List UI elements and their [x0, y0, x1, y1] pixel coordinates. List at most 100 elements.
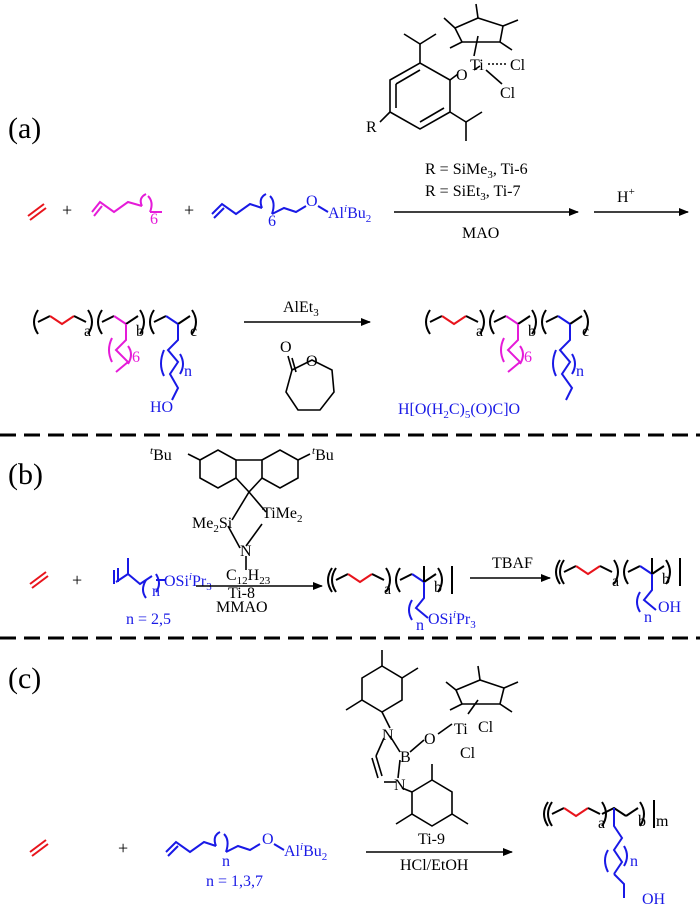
ti9-cl1: Cl [478, 719, 494, 736]
product-b-a-index: a [612, 573, 619, 590]
caprolactone [285, 355, 335, 411]
product-b-b-index: b [662, 571, 670, 588]
catalyst-ti8-label: Ti-8 [228, 585, 255, 602]
ipr-bot-me2 [465, 111, 483, 123]
polymer-b-osi: OSiiPr3 [428, 609, 476, 631]
comonomer-repeat-n-c: n [222, 853, 230, 870]
cocatalyst-mao: MAO [462, 225, 499, 242]
graft-b-index: b [528, 323, 536, 340]
aryl-inner-1 [395, 69, 421, 85]
graft-polymer-product-a [425, 309, 589, 401]
polymer-product-a [33, 309, 197, 401]
ti9-b-atom: B [400, 749, 411, 766]
tbu-right: tBu [312, 445, 334, 464]
ethylene-monomer-c [29, 839, 49, 857]
comonomer-o-c: O [262, 831, 274, 848]
polymer-b-a-index: a [384, 581, 391, 598]
alkenyl-aluminum-monomer-a [211, 193, 307, 219]
polymer-c-m-index: m [656, 813, 669, 830]
silyl-ether-comonomer [113, 558, 166, 599]
graft-c-index: c [582, 323, 589, 340]
panel-a-label: (a) [8, 112, 41, 145]
polymer-b-repeat-n: n [416, 617, 424, 634]
graft-a-index: a [476, 323, 483, 340]
polymer-repeat-n-a: n [184, 363, 192, 380]
polymer-c-b-index: b [638, 813, 646, 830]
plus-a2: + [184, 200, 194, 220]
graft-hexyl-6: 6 [524, 349, 532, 366]
plus-b: + [72, 570, 82, 590]
catalyst-ti8 [187, 449, 311, 570]
comonomer-repeat-n-a: 6 [268, 213, 276, 230]
polymer-b-b-index: b [434, 579, 442, 596]
o-al-bond-c [273, 843, 285, 851]
octene-monomer [91, 193, 162, 217]
comonomer-repeat-n-b: n [152, 583, 160, 600]
caprolactone-carbonyl-o: O [280, 339, 292, 356]
octene-repeat-n: 6 [150, 211, 158, 228]
n-values-c: n = 1,3,7 [206, 873, 263, 890]
aryl-ring [389, 62, 451, 130]
catalyst-cl1: Cl [510, 57, 526, 74]
dodecyl-group: C12H23 [226, 567, 271, 587]
alkenyl-aluminum-monomer-c [165, 831, 261, 857]
catalyst-r-group: R [366, 119, 377, 136]
cp-methyl-4 [499, 41, 513, 51]
cp-methyl-2 [475, 3, 479, 19]
catalyst-ti6-ti7 [379, 3, 519, 141]
ipr-top-me1 [403, 33, 421, 45]
ethylene-monomer-b [29, 571, 49, 589]
o-al-bond-a [317, 205, 329, 213]
cp-methyl-3 [502, 19, 519, 27]
comonomer-o-a: O [306, 193, 318, 210]
catalyst-ti9-label: Ti-9 [418, 831, 445, 848]
catalyst-ti9 [345, 650, 519, 827]
cp-ti-bond [473, 35, 479, 57]
cocatalyst-mmao: MMAO [216, 599, 268, 616]
ti9-n1-atom: N [382, 727, 394, 744]
panel-c: (c) [8, 650, 669, 908]
time2-center: TiMe2 [262, 505, 302, 525]
polymer-c-a-index: a [598, 815, 605, 832]
graft-pcl-end-group: H[O(H2C)5(O)C]O [398, 401, 520, 421]
polymer-b-index-a: b [136, 323, 144, 340]
aryl-inner-2 [419, 107, 445, 123]
graft-repeat-n: n [576, 363, 584, 380]
polymer-product-c [543, 800, 655, 898]
polymer-ho-end: HO [150, 399, 173, 416]
ti9-cl2: Cl [460, 745, 476, 762]
panel-b-label: (b) [8, 458, 43, 491]
polymer-c-index-a: c [190, 323, 197, 340]
reagent-alet3: AlEt3 [283, 299, 319, 319]
catalyst-cl2: Cl [500, 85, 516, 102]
plus-a1: + [62, 200, 72, 220]
panel-c-label: (c) [8, 662, 41, 695]
cp-methyl-1 [443, 17, 456, 29]
o-ti-bond [473, 65, 481, 71]
catalyst-ti-atom: Ti [470, 57, 484, 74]
panel-b: (b) tBu tBu Me2Si TiMe2 N [8, 445, 682, 634]
polymer-hexyl-6: 6 [132, 349, 140, 366]
polymer-silyl-product [327, 566, 453, 621]
product-b-repeat-n: n [644, 609, 652, 626]
r-definition-ti6: R = SiMe3, Ti-6 [425, 161, 528, 181]
catalyst-o-atom: O [456, 67, 468, 84]
r-definition-ti7: R = SiEt3, Ti-7 [425, 183, 520, 203]
caprolactone-ring-o: O [306, 353, 318, 370]
ipr-bot-bond [449, 111, 467, 123]
aryl-r-bond [379, 111, 391, 123]
comonomer-al-group-c: AliBu2 [284, 841, 327, 863]
polymer-c-oh: OH [642, 891, 666, 908]
polymer-c-repeat-n: n [630, 853, 638, 870]
workup-hcl-etoh: HCl/EtOH [400, 857, 469, 874]
comonomer-osi-b: OSiiPr3 [164, 571, 212, 593]
panel-a: (a) [8, 3, 689, 421]
amido-n: N [240, 543, 252, 560]
reagent-tbaf: TBAF [492, 555, 533, 572]
plus-c: + [118, 838, 128, 858]
product-b-oh: OH [658, 599, 682, 616]
polymer-a-index-a: a [84, 323, 91, 340]
comonomer-al-group-a: AliBu2 [328, 203, 371, 225]
n-values-b: n = 2,5 [126, 611, 171, 628]
